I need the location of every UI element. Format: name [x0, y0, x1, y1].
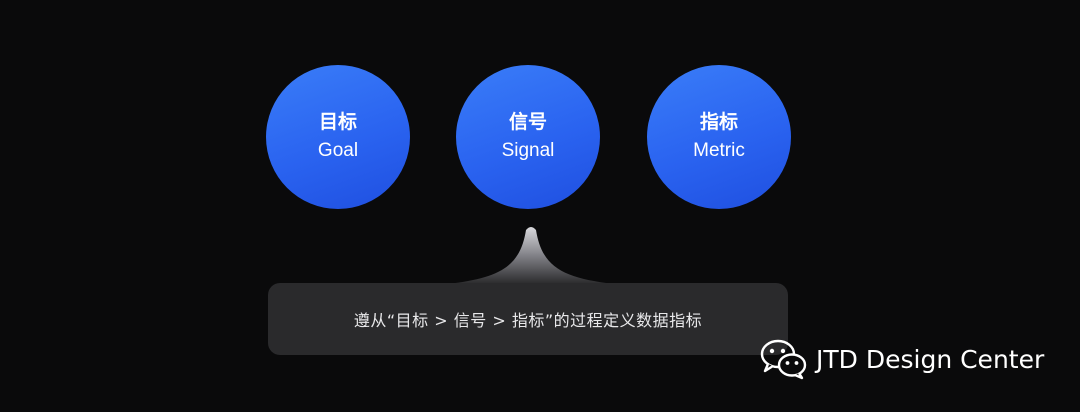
- wechat-icon: [760, 339, 807, 380]
- node-goal-en-label: Goal: [317, 140, 359, 161]
- node-metric-en-label: Metric: [693, 140, 745, 161]
- node-goal-zh-label: 目标: [318, 111, 357, 133]
- node-goal: 目标 Goal: [266, 65, 410, 209]
- watermark-text: JTD Design Center: [816, 344, 1045, 374]
- callout-text: 遵从“目标 > 信号 > 指标”的过程定义数据指标: [353, 311, 703, 330]
- callout-pointer: [448, 227, 614, 284]
- node-metric: 指标 Metric: [647, 65, 791, 209]
- node-signal-zh-label: 信号: [508, 111, 547, 133]
- watermark: JTD Design Center: [760, 338, 1044, 380]
- node-signal: 信号 Signal: [456, 65, 600, 209]
- node-metric-zh-label: 指标: [699, 111, 738, 133]
- node-signal-en-label: Signal: [501, 140, 555, 161]
- callout-box: 遵从“目标 > 信号 > 指标”的过程定义数据指标: [268, 283, 788, 355]
